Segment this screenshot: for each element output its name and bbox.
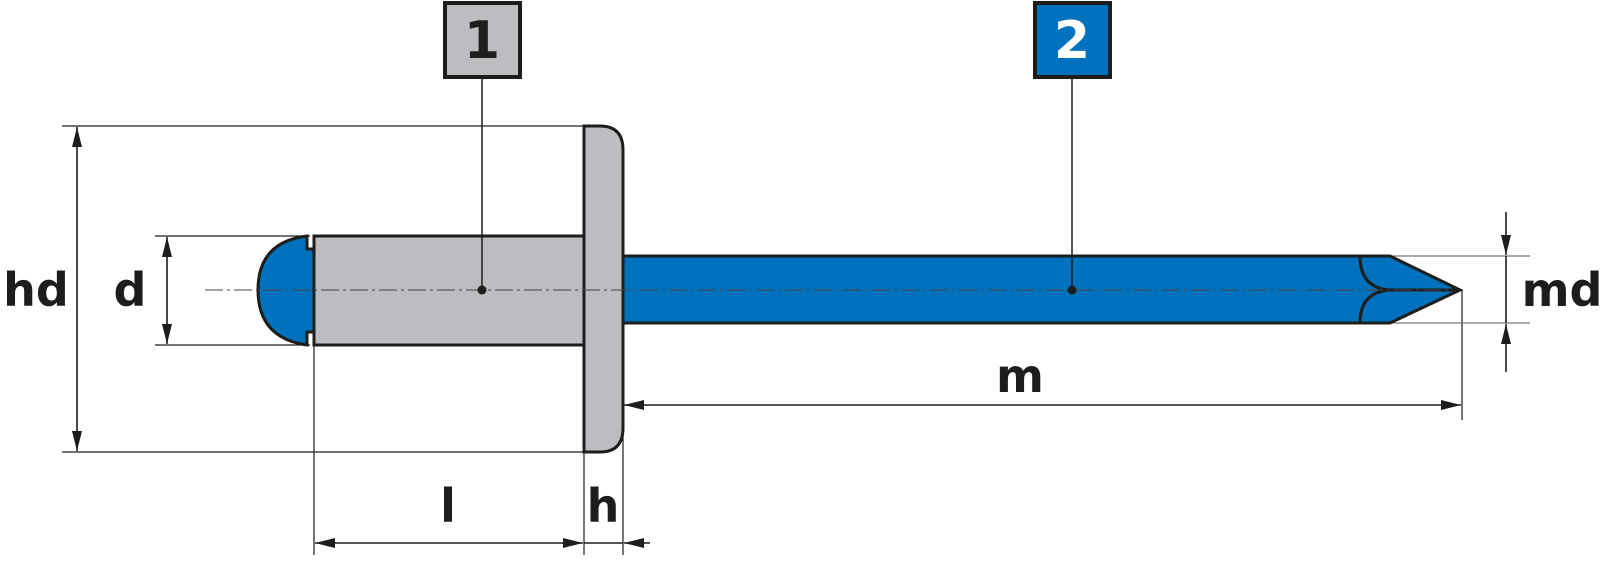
dimension-lines xyxy=(72,127,1511,548)
label-h: h xyxy=(587,479,620,533)
label-m: m xyxy=(996,349,1044,403)
label-d: d xyxy=(114,263,147,317)
leader-dot-2 xyxy=(1067,285,1077,295)
callout-2-number: 2 xyxy=(1054,11,1090,71)
leader-dot-1 xyxy=(477,285,487,295)
label-md: md xyxy=(1522,263,1603,317)
label-l: l xyxy=(440,479,456,533)
rivet-body xyxy=(312,124,625,454)
label-hd: hd xyxy=(3,263,69,317)
callout-2: 2 xyxy=(1033,1,1112,79)
callout-1: 1 xyxy=(443,1,522,79)
leader-lines xyxy=(481,78,1073,290)
callout-1-number: 1 xyxy=(464,11,500,71)
extension-lines xyxy=(62,125,1530,555)
